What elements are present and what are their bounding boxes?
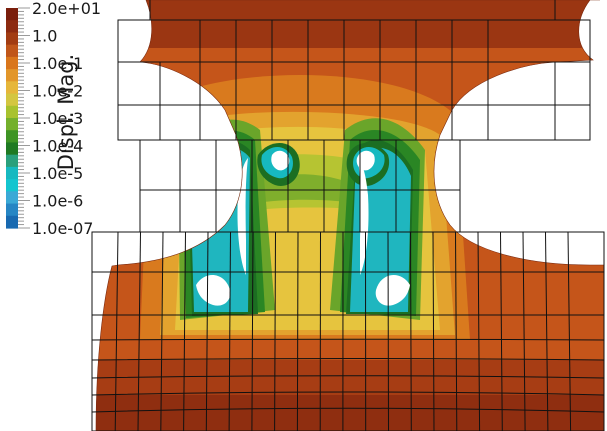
body-outline — [95, 0, 605, 431]
legend-tick-label: 1.0e-3 — [32, 109, 83, 128]
legend-color-band — [6, 81, 18, 95]
legend-color-band — [6, 142, 18, 156]
mesh-line — [91, 375, 605, 379]
legend-color-band — [6, 215, 18, 229]
legend-color-band — [6, 191, 18, 205]
legend-tick-label: 1.0e-4 — [32, 137, 83, 156]
mesh-grid — [91, 0, 605, 431]
legend-color-band — [6, 154, 18, 168]
mesh-line — [228, 231, 231, 431]
color-legend-ticks — [18, 7, 30, 229]
mesh-line — [160, 231, 164, 431]
legend-tick-label: 2.0e+01 — [32, 0, 101, 18]
legend-tick-label: 1.0e-07 — [32, 219, 93, 238]
mesh-line — [91, 338, 605, 341]
mesh-line — [432, 231, 435, 431]
mesh-line — [91, 358, 605, 361]
legend-color-band — [6, 32, 18, 46]
mesh-line — [114, 231, 119, 431]
legend-color-band — [6, 118, 18, 131]
legend-color-band — [6, 203, 18, 217]
legend-color-band — [6, 166, 18, 180]
legend-tick-label: 1.0e-1 — [32, 54, 83, 73]
mesh-line — [251, 231, 254, 431]
legend-title: Displ. Mag. — [54, 53, 78, 171]
mesh-line — [500, 231, 503, 431]
mesh-line — [91, 407, 605, 413]
legend-color-band — [6, 105, 18, 119]
mesh-line — [522, 231, 526, 431]
legend-color-band — [6, 56, 18, 70]
legend-color-band — [6, 93, 18, 107]
legend-color-band — [6, 179, 18, 192]
legend-tick-label: 1.0e-2 — [32, 82, 83, 101]
legend-tick-label: 1.0 — [32, 27, 57, 46]
legend-color-band — [6, 44, 18, 58]
mesh-line — [137, 231, 141, 431]
mesh-line — [274, 231, 276, 431]
legend-tick-label: 1.0e-5 — [32, 164, 83, 183]
mesh-line — [296, 231, 299, 431]
color-legend-labels: 2.0e+01 1.0 1.0e-1 1.0e-2 1.0e-3 1.0e-4 1.0e-5… — [32, 0, 101, 238]
legend-color-band — [6, 8, 18, 21]
mesh-line — [387, 231, 389, 431]
mesh-line — [91, 391, 605, 396]
legend-tick-label: 1.0e-6 — [32, 192, 83, 211]
mesh-line — [455, 231, 458, 431]
mesh-line — [205, 231, 209, 431]
legend-color-band — [6, 130, 18, 144]
mesh-line — [183, 231, 186, 431]
legend-color-band — [6, 69, 18, 82]
legend-color-band — [6, 20, 18, 34]
mesh-line — [477, 231, 481, 431]
color-legend-bar — [6, 8, 18, 229]
mesh-line — [567, 231, 572, 431]
mesh-line — [545, 231, 549, 431]
mesh-line — [410, 231, 412, 431]
